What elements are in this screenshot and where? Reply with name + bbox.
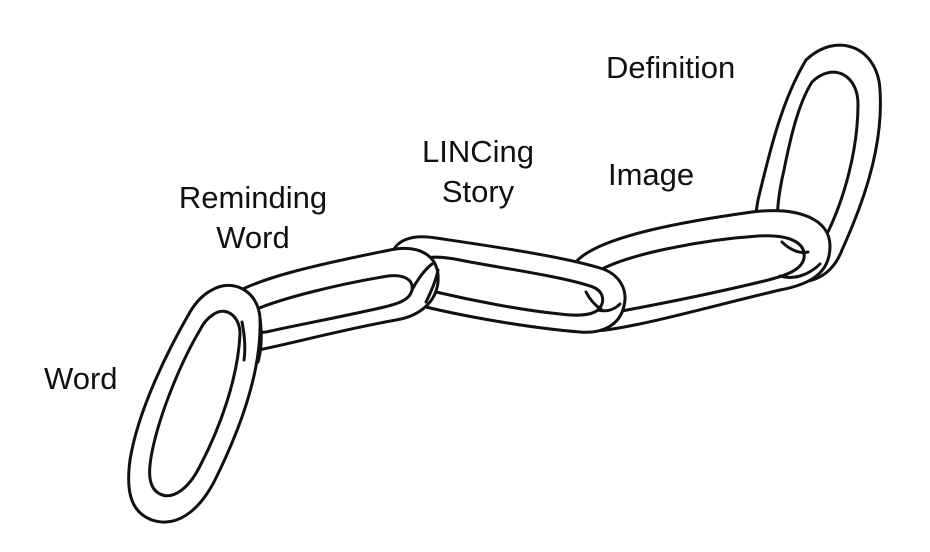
chain-link-word — [127, 283, 262, 524]
word-label: Word — [44, 361, 118, 396]
definition-label: Definition — [606, 50, 736, 85]
image-label: Image — [608, 157, 695, 192]
lincing-story-label: LINCing Story — [422, 134, 534, 209]
chain-interlock-overlaps — [240, 240, 822, 364]
reminding-word-label: Reminding Word — [178, 180, 328, 255]
